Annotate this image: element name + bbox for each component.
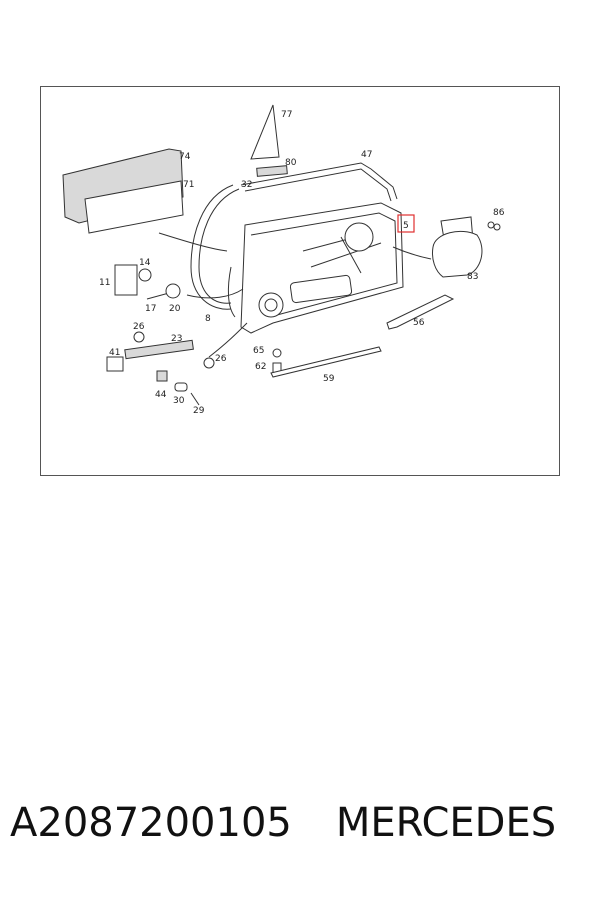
callout-32: 32	[241, 180, 252, 190]
callout-26b: 26	[215, 354, 227, 364]
part-11-hinge	[114, 264, 138, 296]
part-30-grommet	[174, 382, 188, 392]
callout-80: 80	[285, 158, 297, 168]
callout-29: 29	[193, 406, 205, 416]
part-56-trim	[386, 294, 455, 330]
part-29-screw	[190, 392, 200, 406]
door-speaker	[258, 292, 284, 318]
part-59-strip	[270, 346, 382, 378]
callout-5: 5	[403, 221, 409, 231]
part-26-bolt-b	[203, 357, 215, 369]
callout-11: 11	[99, 278, 110, 288]
callout-26a: 26	[133, 322, 145, 332]
callout-30: 30	[173, 396, 185, 406]
exploded-diagram: 77 80 74 71 47 32 5 86 83 14 11 17 20 8 …	[40, 86, 560, 476]
callout-77: 77	[281, 110, 292, 120]
brand-name: MERCEDES	[335, 800, 557, 846]
part-41-block	[106, 356, 124, 372]
part-32-door-seal	[190, 184, 234, 310]
callout-86: 86	[493, 208, 505, 218]
callout-14: 14	[139, 258, 151, 268]
callout-17: 17	[145, 304, 156, 314]
part-26-bolt-a	[133, 331, 145, 343]
part-23-check-strap	[124, 339, 194, 360]
leader-grommet-to-door	[186, 288, 244, 299]
part-number: A2087200105	[10, 800, 292, 846]
callout-65: 65	[253, 346, 264, 356]
highlight-part-5	[397, 214, 415, 233]
part-8-strip	[227, 266, 236, 318]
callout-83: 83	[467, 272, 478, 282]
callout-71: 71	[183, 180, 194, 190]
leader-to-83	[392, 246, 432, 260]
leader-door-bottom	[208, 322, 248, 358]
leader-panel-to-door	[158, 232, 228, 252]
diagram-svg: 77 80 74 71 47 32 5 86 83 14 11 17 20 8 …	[62, 104, 505, 416]
part-65-clip	[272, 348, 282, 358]
part-caption: A2087200105 MERCEDES	[10, 800, 590, 864]
part-14-bolt	[138, 268, 152, 282]
part-20-grommet	[165, 283, 181, 299]
callout-8: 8	[205, 314, 211, 324]
callout-44: 44	[155, 390, 167, 400]
callout-20: 20	[169, 304, 181, 314]
callout-47: 47	[361, 150, 372, 160]
callout-23: 23	[171, 334, 182, 344]
callout-59: 59	[323, 374, 335, 384]
part-44-clip	[156, 370, 168, 382]
part-77-triangle-glass	[250, 104, 280, 160]
part-83-cover	[432, 231, 483, 278]
callout-41: 41	[109, 348, 120, 358]
callout-74: 74	[179, 152, 191, 162]
part-47-window-seal	[240, 162, 398, 200]
part-71-panel-insulation	[84, 180, 184, 234]
part-17-screw	[146, 292, 170, 300]
part-80-seal	[256, 165, 288, 177]
callout-62: 62	[255, 362, 266, 372]
door-window-opening	[289, 274, 353, 304]
callout-56: 56	[413, 318, 425, 328]
